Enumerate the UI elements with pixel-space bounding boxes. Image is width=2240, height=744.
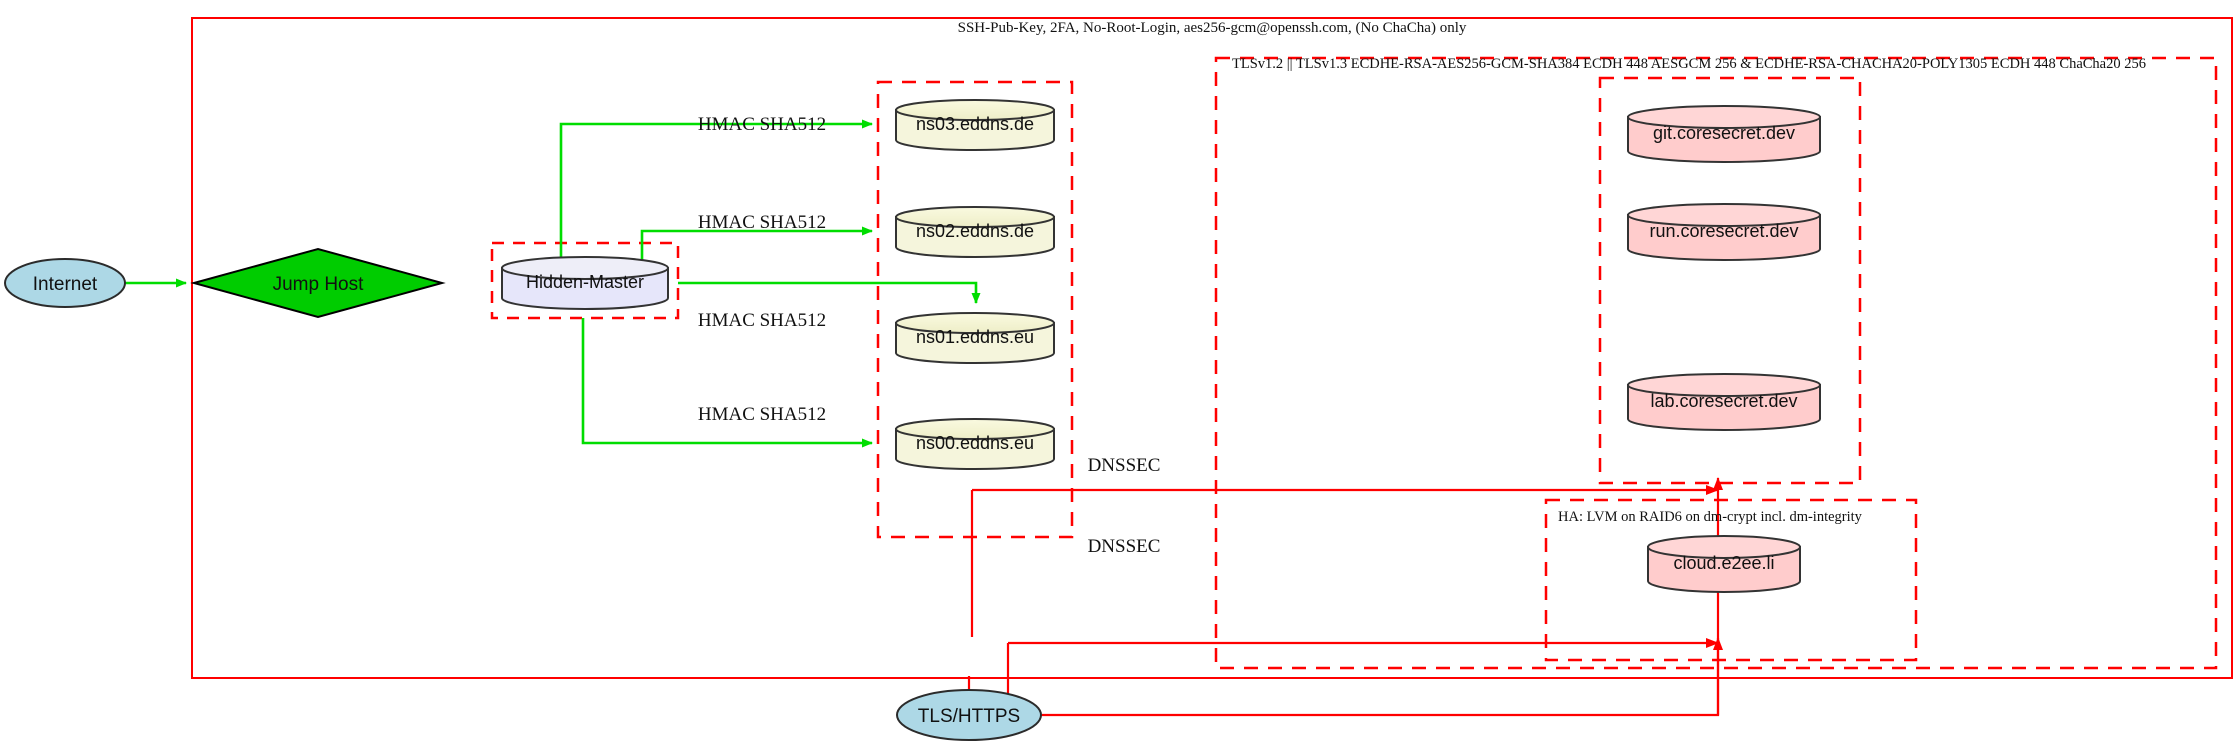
node-run-coresecret-label: run.coresecret.dev	[1649, 221, 1798, 241]
node-lab-coresecret-label: lab.coresecret.dev	[1650, 391, 1797, 411]
ha-zone-label: HA: LVM on RAID6 on dm-crypt incl. dm-in…	[1558, 509, 1863, 525]
coresecret-group-zone	[1598, 76, 1862, 485]
edge-hm-to-ns03	[559, 119, 873, 268]
tls-security-zone	[1214, 56, 2218, 670]
nameserver-group-zone	[876, 80, 1074, 539]
edge-hm-to-ns01	[678, 281, 981, 304]
node-tls-https[interactable]: TLS/HTTPS	[896, 689, 1042, 741]
node-hidden-master[interactable]: Hidden-Master	[501, 256, 669, 310]
node-ns01-label: ns01.eddns.eu	[916, 327, 1034, 347]
node-ns00-label: ns00.eddns.eu	[916, 433, 1034, 453]
edge-label-dnssec-1: DNSSEC	[1088, 455, 1161, 476]
edge-hm-to-ns00	[581, 318, 873, 448]
node-ns02[interactable]: ns02.eddns.de	[895, 206, 1055, 258]
node-git-coresecret[interactable]: git.coresecret.dev	[1627, 105, 1821, 163]
edge-label-hmac-2: HMAC SHA512	[698, 212, 826, 233]
ssh-security-zone	[191, 17, 2233, 679]
node-cloud-e2ee[interactable]: cloud.e2ee.li	[1647, 535, 1801, 593]
edge-label-dnssec-2: DNSSEC	[1088, 536, 1161, 557]
node-ns02-label: ns02.eddns.de	[916, 221, 1034, 241]
node-internet-label: Internet	[33, 274, 98, 295]
node-lab-coresecret[interactable]: lab.coresecret.dev	[1627, 373, 1821, 431]
edge-label-hmac-3: HMAC SHA512	[698, 310, 826, 331]
edge-hm-to-ns02	[640, 226, 873, 268]
node-ns01[interactable]: ns01.eddns.eu	[895, 312, 1055, 364]
ssh-zone-label: SSH-Pub-Key, 2FA, No-Root-Login, aes256-…	[958, 20, 1467, 36]
node-internet[interactable]: Internet	[4, 258, 126, 308]
node-tls-https-label: TLS/HTTPS	[918, 706, 1020, 727]
node-jump-host-label: Jump Host	[273, 274, 365, 295]
hidden-master-zone	[490, 241, 680, 320]
node-jump-host[interactable]: Jump Host	[190, 247, 446, 319]
node-run-coresecret[interactable]: run.coresecret.dev	[1627, 203, 1821, 261]
tls-zone-label: TLSv1.2 || TLSv1.3 ECDHE-RSA-AES256-GCM-…	[1232, 56, 2146, 72]
node-cloud-e2ee-label: cloud.e2ee.li	[1673, 553, 1774, 573]
node-ns00[interactable]: ns00.eddns.eu	[895, 418, 1055, 470]
node-hidden-master-label: Hidden-Master	[526, 272, 644, 292]
node-ns03[interactable]: ns03.eddns.de	[895, 99, 1055, 151]
node-ns03-label: ns03.eddns.de	[916, 114, 1034, 134]
edge-label-hmac-4: HMAC SHA512	[698, 404, 826, 425]
edge-label-hmac-1: HMAC SHA512	[698, 114, 826, 135]
node-git-coresecret-label: git.coresecret.dev	[1653, 123, 1795, 143]
